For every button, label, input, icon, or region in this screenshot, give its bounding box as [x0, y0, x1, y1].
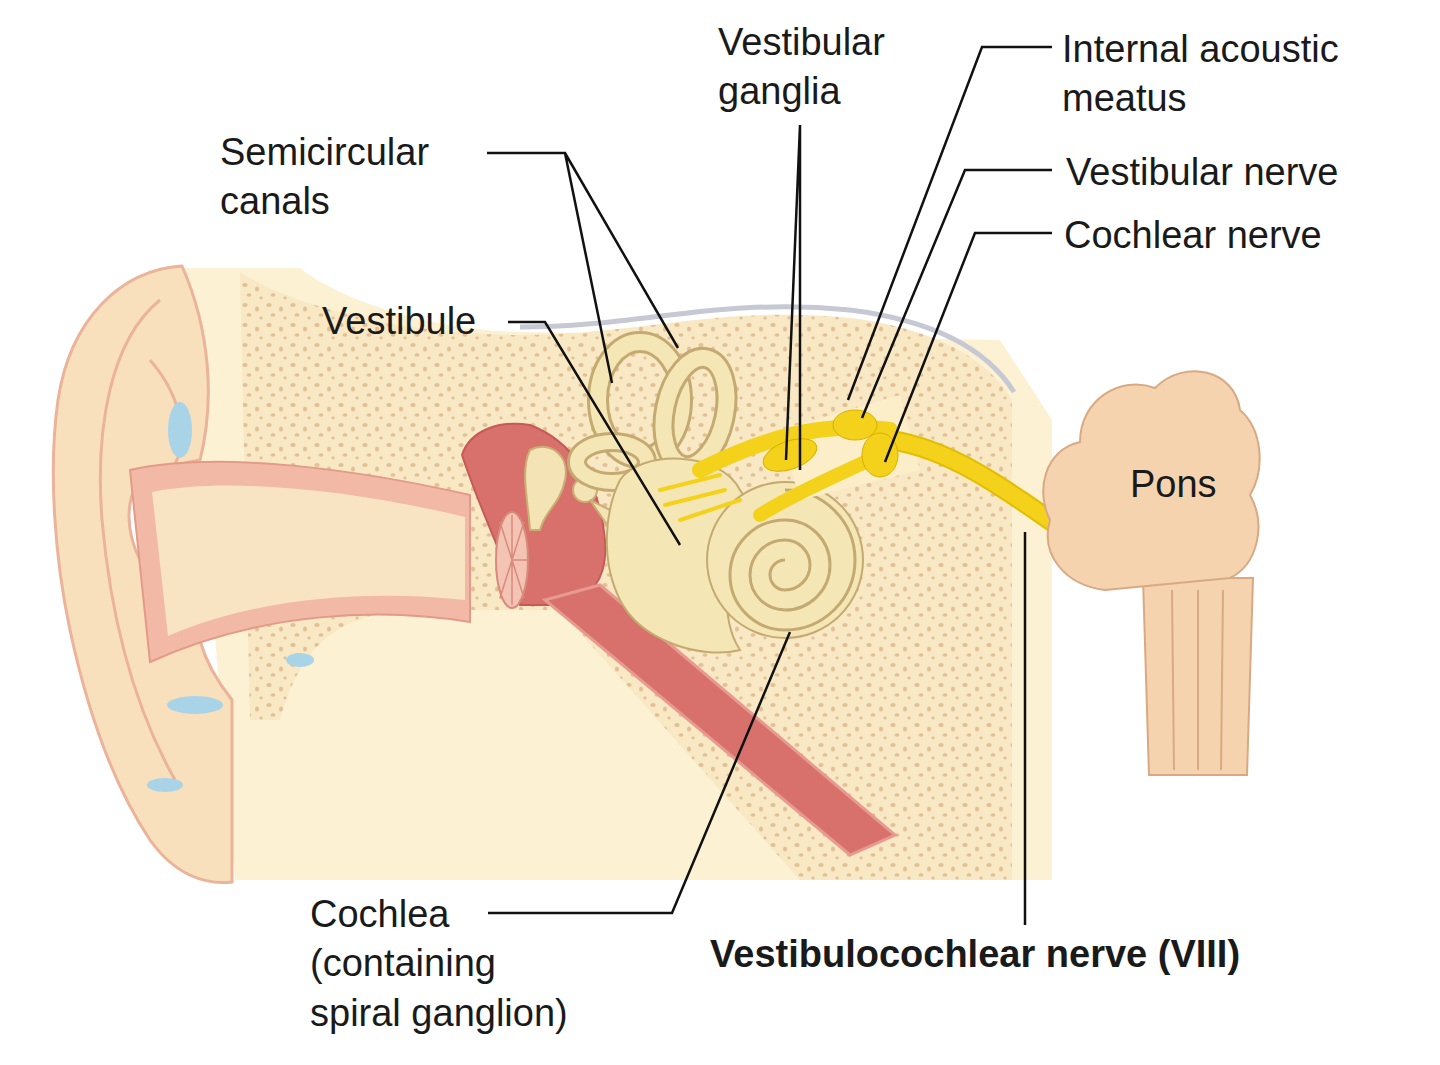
leader-lines	[487, 47, 1052, 925]
leader-lines	[487, 153, 678, 383]
medulla-shape	[1143, 578, 1253, 775]
ear-canal	[130, 462, 470, 662]
auricle	[167, 696, 223, 714]
part-label: Cochlea (containing spiral ganglion)	[310, 890, 585, 1038]
node-label: Pons	[1130, 460, 1217, 509]
ear-canal	[130, 462, 470, 662]
leader-lines	[488, 632, 790, 913]
inner-ear	[730, 490, 855, 630]
leader-lines	[1024, 532, 1027, 925]
middle-ear-cavity	[500, 515, 527, 605]
part-label: Vestibular nerve	[1066, 148, 1339, 197]
part-label: Vestibular ganglia	[718, 18, 928, 117]
part-label: Vestibule	[322, 297, 476, 346]
leader-lines	[848, 47, 1052, 400]
medulla-lines	[1172, 590, 1223, 770]
auricle	[286, 653, 314, 667]
middle-ear-cavity	[496, 512, 528, 608]
part-label: Internal acoustic meatus	[1062, 25, 1402, 124]
vestibulocochlear-nerve	[660, 475, 740, 520]
part-label: Semicircular canals	[220, 128, 480, 227]
ear-canal	[152, 486, 465, 636]
temporal-bone	[240, 728, 700, 880]
vestibulocochlear-nerve	[833, 410, 877, 440]
pons-shape: Pons	[1035, 350, 1265, 780]
auricle	[168, 402, 192, 458]
node-outline	[1035, 350, 1265, 780]
leader-lines	[508, 322, 680, 545]
leader-lines	[786, 125, 800, 470]
pons-outline	[1043, 371, 1259, 590]
auricle	[147, 778, 183, 792]
vestibulocochlear-nerve	[759, 432, 821, 477]
inner-ear	[577, 342, 863, 653]
part-label: Cochlear nerve	[1064, 211, 1322, 260]
middle-ear-cavity	[525, 447, 566, 530]
leader-lines	[862, 170, 1052, 418]
nerve-title-label: Vestibulocochlear nerve (VIII)	[710, 930, 1240, 979]
leader-lines	[885, 233, 1052, 462]
